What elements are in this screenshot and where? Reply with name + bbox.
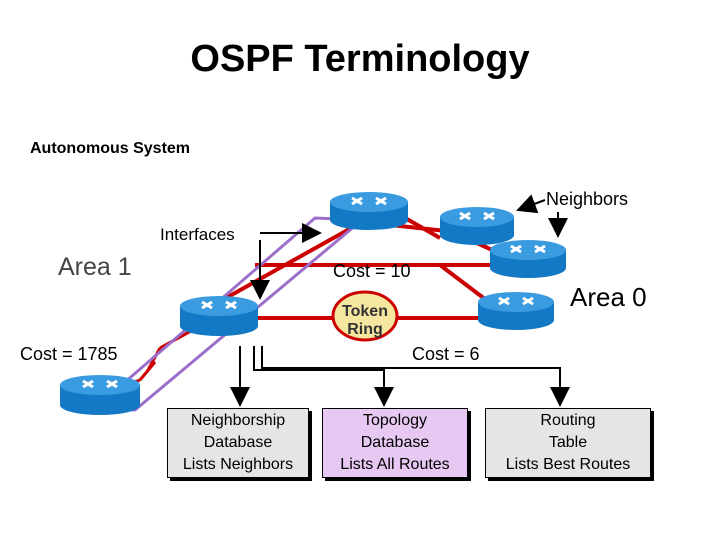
cost-6-label: Cost = 6 — [412, 344, 480, 364]
router-icon — [490, 240, 566, 278]
routing-table-box: Routing Table Lists Best Routes — [485, 408, 651, 478]
area0-label: Area 0 — [570, 282, 647, 312]
box-line: Lists All Routes — [340, 456, 450, 473]
token-ring-label-1: Token — [342, 303, 388, 320]
token-ring: Token Ring — [331, 290, 399, 342]
link-top-to-area1 — [225, 220, 363, 300]
box-line: Lists Neighbors — [182, 456, 294, 473]
router-icon — [440, 207, 514, 245]
topology-arrow — [253, 346, 394, 407]
router-icon — [330, 192, 408, 230]
router-icon — [60, 375, 140, 415]
box-line: Table — [548, 434, 588, 451]
page-title: OSPF Terminology — [190, 38, 530, 80]
box-line: Topology — [362, 412, 428, 429]
router-icon — [180, 296, 258, 336]
cost-1785-label: Cost = 1785 — [20, 344, 118, 364]
neighbors-label: Neighbors — [546, 189, 629, 209]
box-line: Database — [203, 434, 273, 451]
topology-database-box: Topology Database Lists All Routes — [322, 408, 468, 478]
neighbors-arrow-1 — [516, 194, 546, 214]
interfaces-label: Interfaces — [160, 225, 235, 244]
routing-arrow — [261, 346, 570, 407]
token-ring-label-2: Ring — [347, 321, 383, 338]
box-line: Database — [360, 434, 430, 451]
area1-label: Area 1 — [58, 253, 132, 281]
box-line: Routing — [540, 412, 596, 429]
router-icon — [478, 292, 554, 330]
cost-10-label: Cost = 10 — [333, 261, 411, 281]
arrows — [230, 194, 570, 407]
box-line: Neighborship — [190, 412, 286, 429]
box-line: Lists Best Routes — [505, 456, 631, 473]
neighborship-database-box: Neighborship Database Lists Neighbors — [167, 408, 309, 478]
autonomous-system-label: Autonomous System — [30, 140, 191, 157]
